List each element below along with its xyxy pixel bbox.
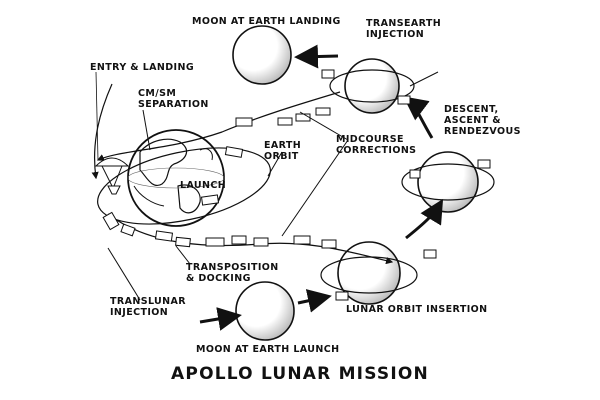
entry-leader (95, 71, 99, 161)
label-cm-sm-separation: CM/SM SEPARATION (138, 88, 209, 110)
label-descent-ascent-rendezvous: DESCENT, ASCENT & RENDEZVOUS (444, 104, 521, 137)
spacecraft-series-return (200, 69, 411, 206)
label-leaders (107, 71, 439, 301)
diagram-title: APOLLO LUNAR MISSION (171, 364, 429, 384)
parachute-capsule-icon (94, 157, 130, 195)
label-earth-orbit: EARTH ORBIT (264, 140, 302, 162)
label-moon-at-earth-launch: MOON AT EARTH LAUNCH (196, 344, 340, 355)
earth-globe (127, 129, 225, 227)
moon-motion-arrow-bottom (199, 307, 242, 331)
moon-at-earth-landing (232, 25, 292, 85)
moon-motion-arrow-top (294, 44, 339, 69)
arc-arrow-transearth (403, 96, 434, 139)
entry-trajectory (91, 83, 113, 180)
moon-descent-ascent (401, 151, 495, 213)
label-midcourse-corrections: MIDCOURSE CORRECTIONS (336, 134, 417, 156)
moon-transearth (329, 58, 415, 114)
label-transposition-docking: TRANSPOSITION & DOCKING (186, 262, 279, 284)
transearth-trajectory (96, 91, 341, 161)
arc-arrow-descent (405, 198, 444, 240)
moon-lunar-orbit-insertion (320, 241, 418, 305)
moon-motion-arrow-launch (297, 289, 332, 313)
label-lunar-orbit-insertion: LUNAR ORBIT INSERTION (346, 304, 488, 315)
spacecraft-series-outbound (102, 211, 337, 249)
earth-orbit-path (97, 147, 271, 225)
label-launch: LAUNCH (180, 180, 227, 191)
moon-at-earth-launch (235, 281, 295, 341)
label-transearth-injection: TRANSEARTH INJECTION (366, 18, 442, 40)
label-moon-at-earth-landing: MOON AT EARTH LANDING (192, 16, 341, 27)
label-translunar-injection: TRANSLUNAR INJECTION (110, 296, 186, 318)
label-entry-landing: ENTRY & LANDING (90, 62, 195, 73)
lunar-orbit-craft (335, 159, 491, 301)
